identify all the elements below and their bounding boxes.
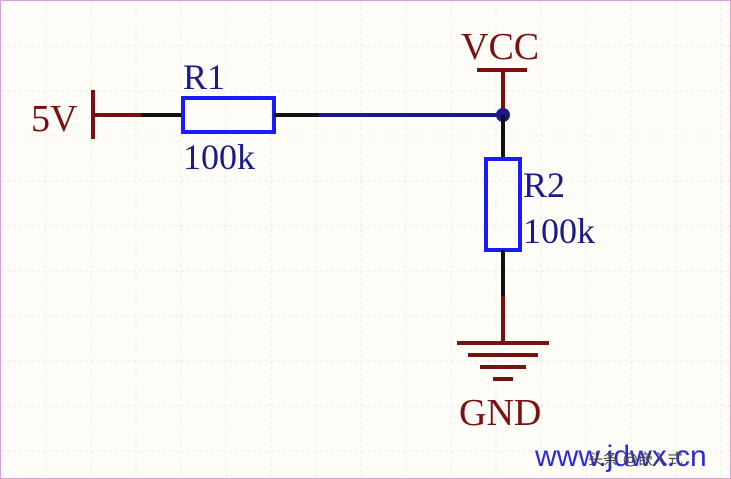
r1-designator: R1 [183, 57, 225, 97]
power-port-5v[interactable]: 5V [31, 90, 141, 140]
vcc-label: VCC [461, 26, 539, 68]
resistor-r2[interactable]: R2 100k [484, 115, 595, 296]
watermark: www.jdwx.cn 头条 @嵌入式 [534, 440, 707, 473]
power-port-gnd[interactable]: GND [457, 296, 549, 434]
r2-value: 100k [523, 211, 595, 251]
resistor-r1[interactable]: R1 100k [141, 57, 319, 177]
power-port-vcc[interactable]: VCC [461, 26, 539, 115]
watermark-sub: 头条 @嵌入式 [588, 450, 683, 468]
gnd-label: GND [459, 392, 541, 434]
r2-body [484, 157, 522, 252]
r1-body [181, 96, 276, 134]
power-port-5v-label: 5V [31, 98, 78, 140]
watermark-url: www.jdwx.cn [534, 440, 707, 473]
r1-value: 100k [183, 137, 255, 177]
r2-designator: R2 [523, 165, 565, 205]
